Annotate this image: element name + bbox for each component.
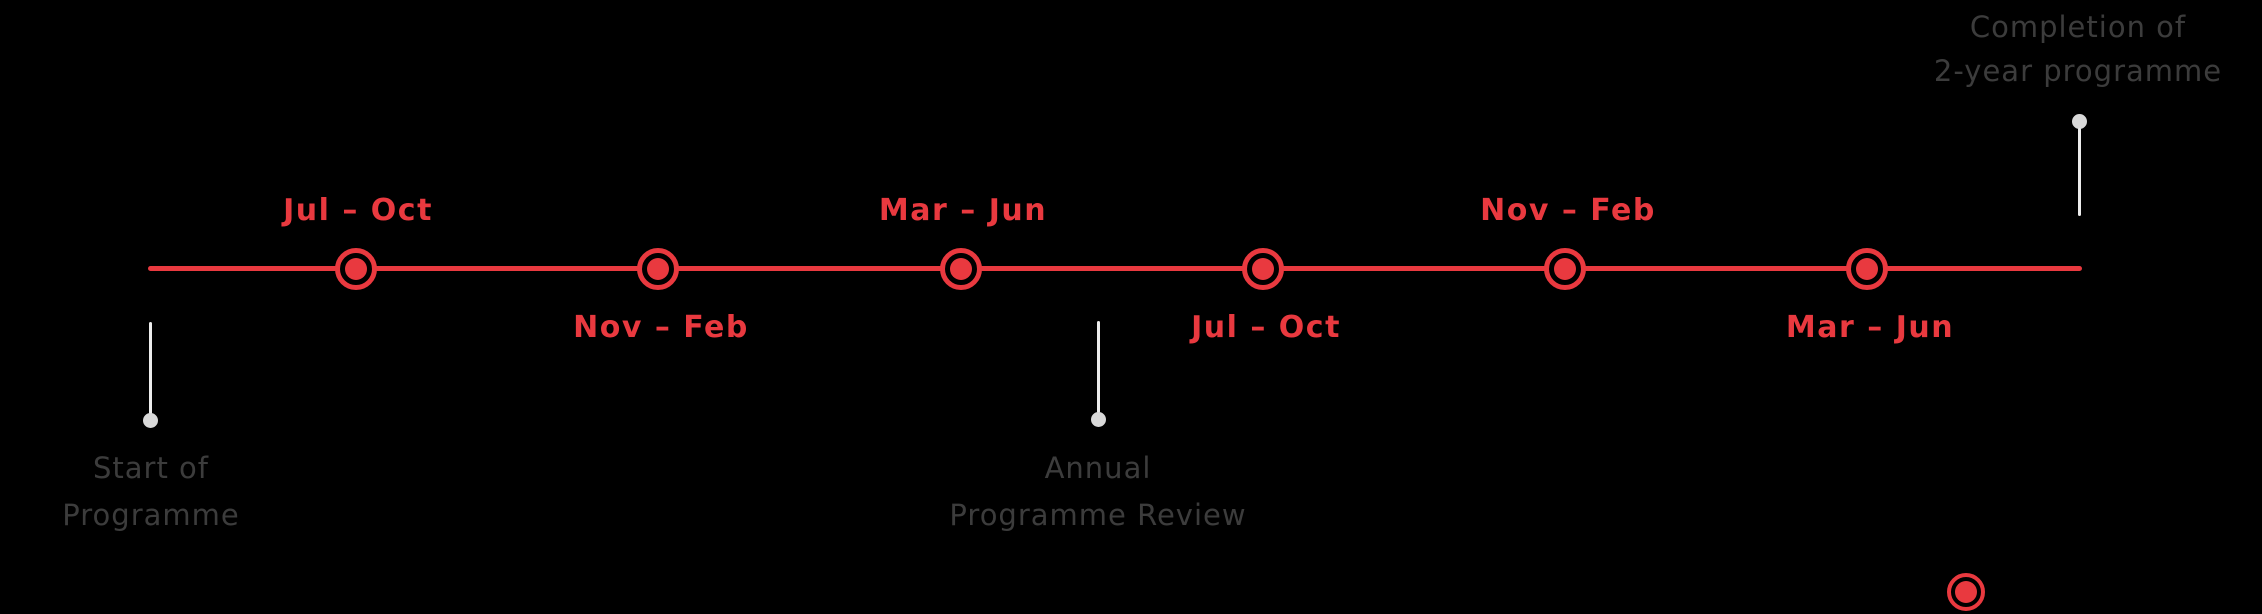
milestone-label-6: Mar – Jun <box>1785 310 1955 345</box>
timeline-axis <box>148 266 2082 271</box>
completion-annotation-line1: Completion of <box>1969 10 2187 44</box>
milestone-dot-icon <box>345 258 367 280</box>
milestone-label-2: Nov – Feb <box>573 310 749 345</box>
milestone-node-6 <box>1846 248 1888 290</box>
completion-marker-dot-icon <box>2072 114 2087 129</box>
start-annotation-line2: Programme <box>62 498 240 532</box>
milestone-node-5 <box>1544 248 1586 290</box>
completion-annotation-line2: 2-year programme <box>1933 54 2223 88</box>
milestone-label-4: Jul – Oct <box>1191 310 1341 345</box>
milestone-dot-icon <box>1955 581 1977 603</box>
milestone-node-1 <box>335 248 377 290</box>
milestone-dot-icon <box>647 258 669 280</box>
milestone-dot-icon <box>1856 258 1878 280</box>
annual-review-annotation-line2: Programme Review <box>949 498 1247 532</box>
annual-review-annotation-line1: Annual <box>1044 451 1152 485</box>
annual-review-annotation: Annual Programme Review <box>949 445 1246 539</box>
start-marker-dot-icon <box>143 413 158 428</box>
annual-review-marker-line <box>1097 321 1100 413</box>
milestone-node-3 <box>940 248 982 290</box>
start-marker-line <box>149 322 152 415</box>
annual-review-marker-dot-icon <box>1091 412 1106 427</box>
completion-annotation: Completion of 2-year programme <box>1934 5 2222 93</box>
milestone-label-5: Nov – Feb <box>1480 193 1656 228</box>
milestone-label-1: Jul – Oct <box>283 193 433 228</box>
completion-marker-line <box>2078 128 2081 216</box>
milestone-dot-icon <box>1554 258 1576 280</box>
milestone-label-3: Mar – Jun <box>878 193 1048 228</box>
milestone-dot-icon <box>950 258 972 280</box>
milestone-node-4 <box>1242 248 1284 290</box>
milestone-node-2 <box>637 248 679 290</box>
start-annotation-line1: Start of <box>92 451 210 485</box>
start-annotation: Start of Programme <box>62 445 239 539</box>
extra-node-bottom-right <box>1947 573 1985 611</box>
milestone-dot-icon <box>1252 258 1274 280</box>
